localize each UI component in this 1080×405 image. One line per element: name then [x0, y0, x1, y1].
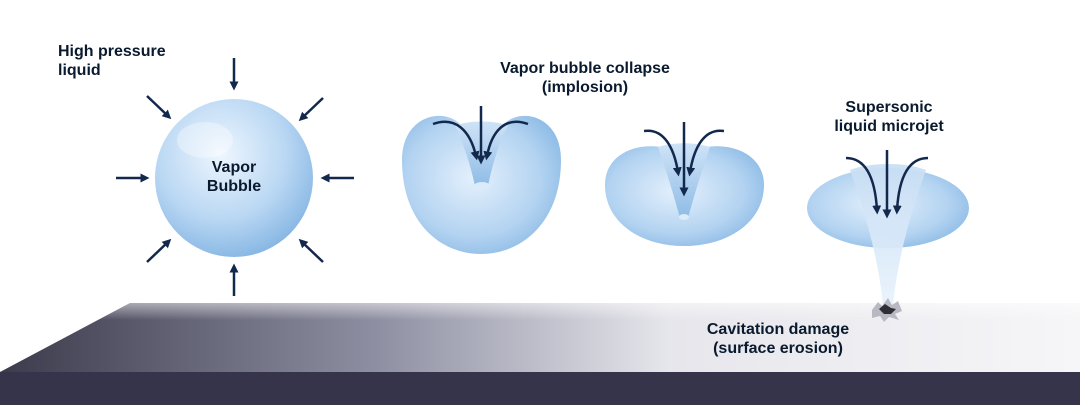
- damage-label: Cavitation damage (surface erosion): [706, 321, 850, 357]
- crack-icon: [872, 298, 902, 322]
- microjet-bubble: [807, 150, 969, 305]
- collapsing-bubble-early: [402, 106, 561, 254]
- arrow-icon: [432, 120, 480, 161]
- pressure-arrows: [116, 58, 354, 296]
- metal-surface: [0, 303, 1080, 405]
- arrow-icon: [892, 156, 929, 215]
- arrow-icon: [146, 95, 172, 120]
- arrow-icon: [483, 120, 529, 161]
- vapor-bubble-label: Vapor Bubble: [206, 159, 262, 195]
- collapse-label: Vapor bubble collapse (implosion): [500, 60, 670, 96]
- microjet-label: Supersonic liquid microjet: [834, 99, 944, 135]
- vapor-bubble-sphere: [155, 99, 313, 257]
- arrow-icon: [146, 238, 172, 263]
- arrow-icon: [298, 97, 324, 122]
- arrow-icon: [643, 129, 682, 177]
- surface-edge: [0, 372, 1080, 405]
- collapsing-bubble-late: [605, 122, 764, 246]
- arrow-icon: [845, 156, 882, 215]
- arrow-icon: [686, 129, 725, 177]
- high-pressure-label: High pressure liquid: [58, 43, 166, 79]
- arrow-icon: [298, 238, 324, 263]
